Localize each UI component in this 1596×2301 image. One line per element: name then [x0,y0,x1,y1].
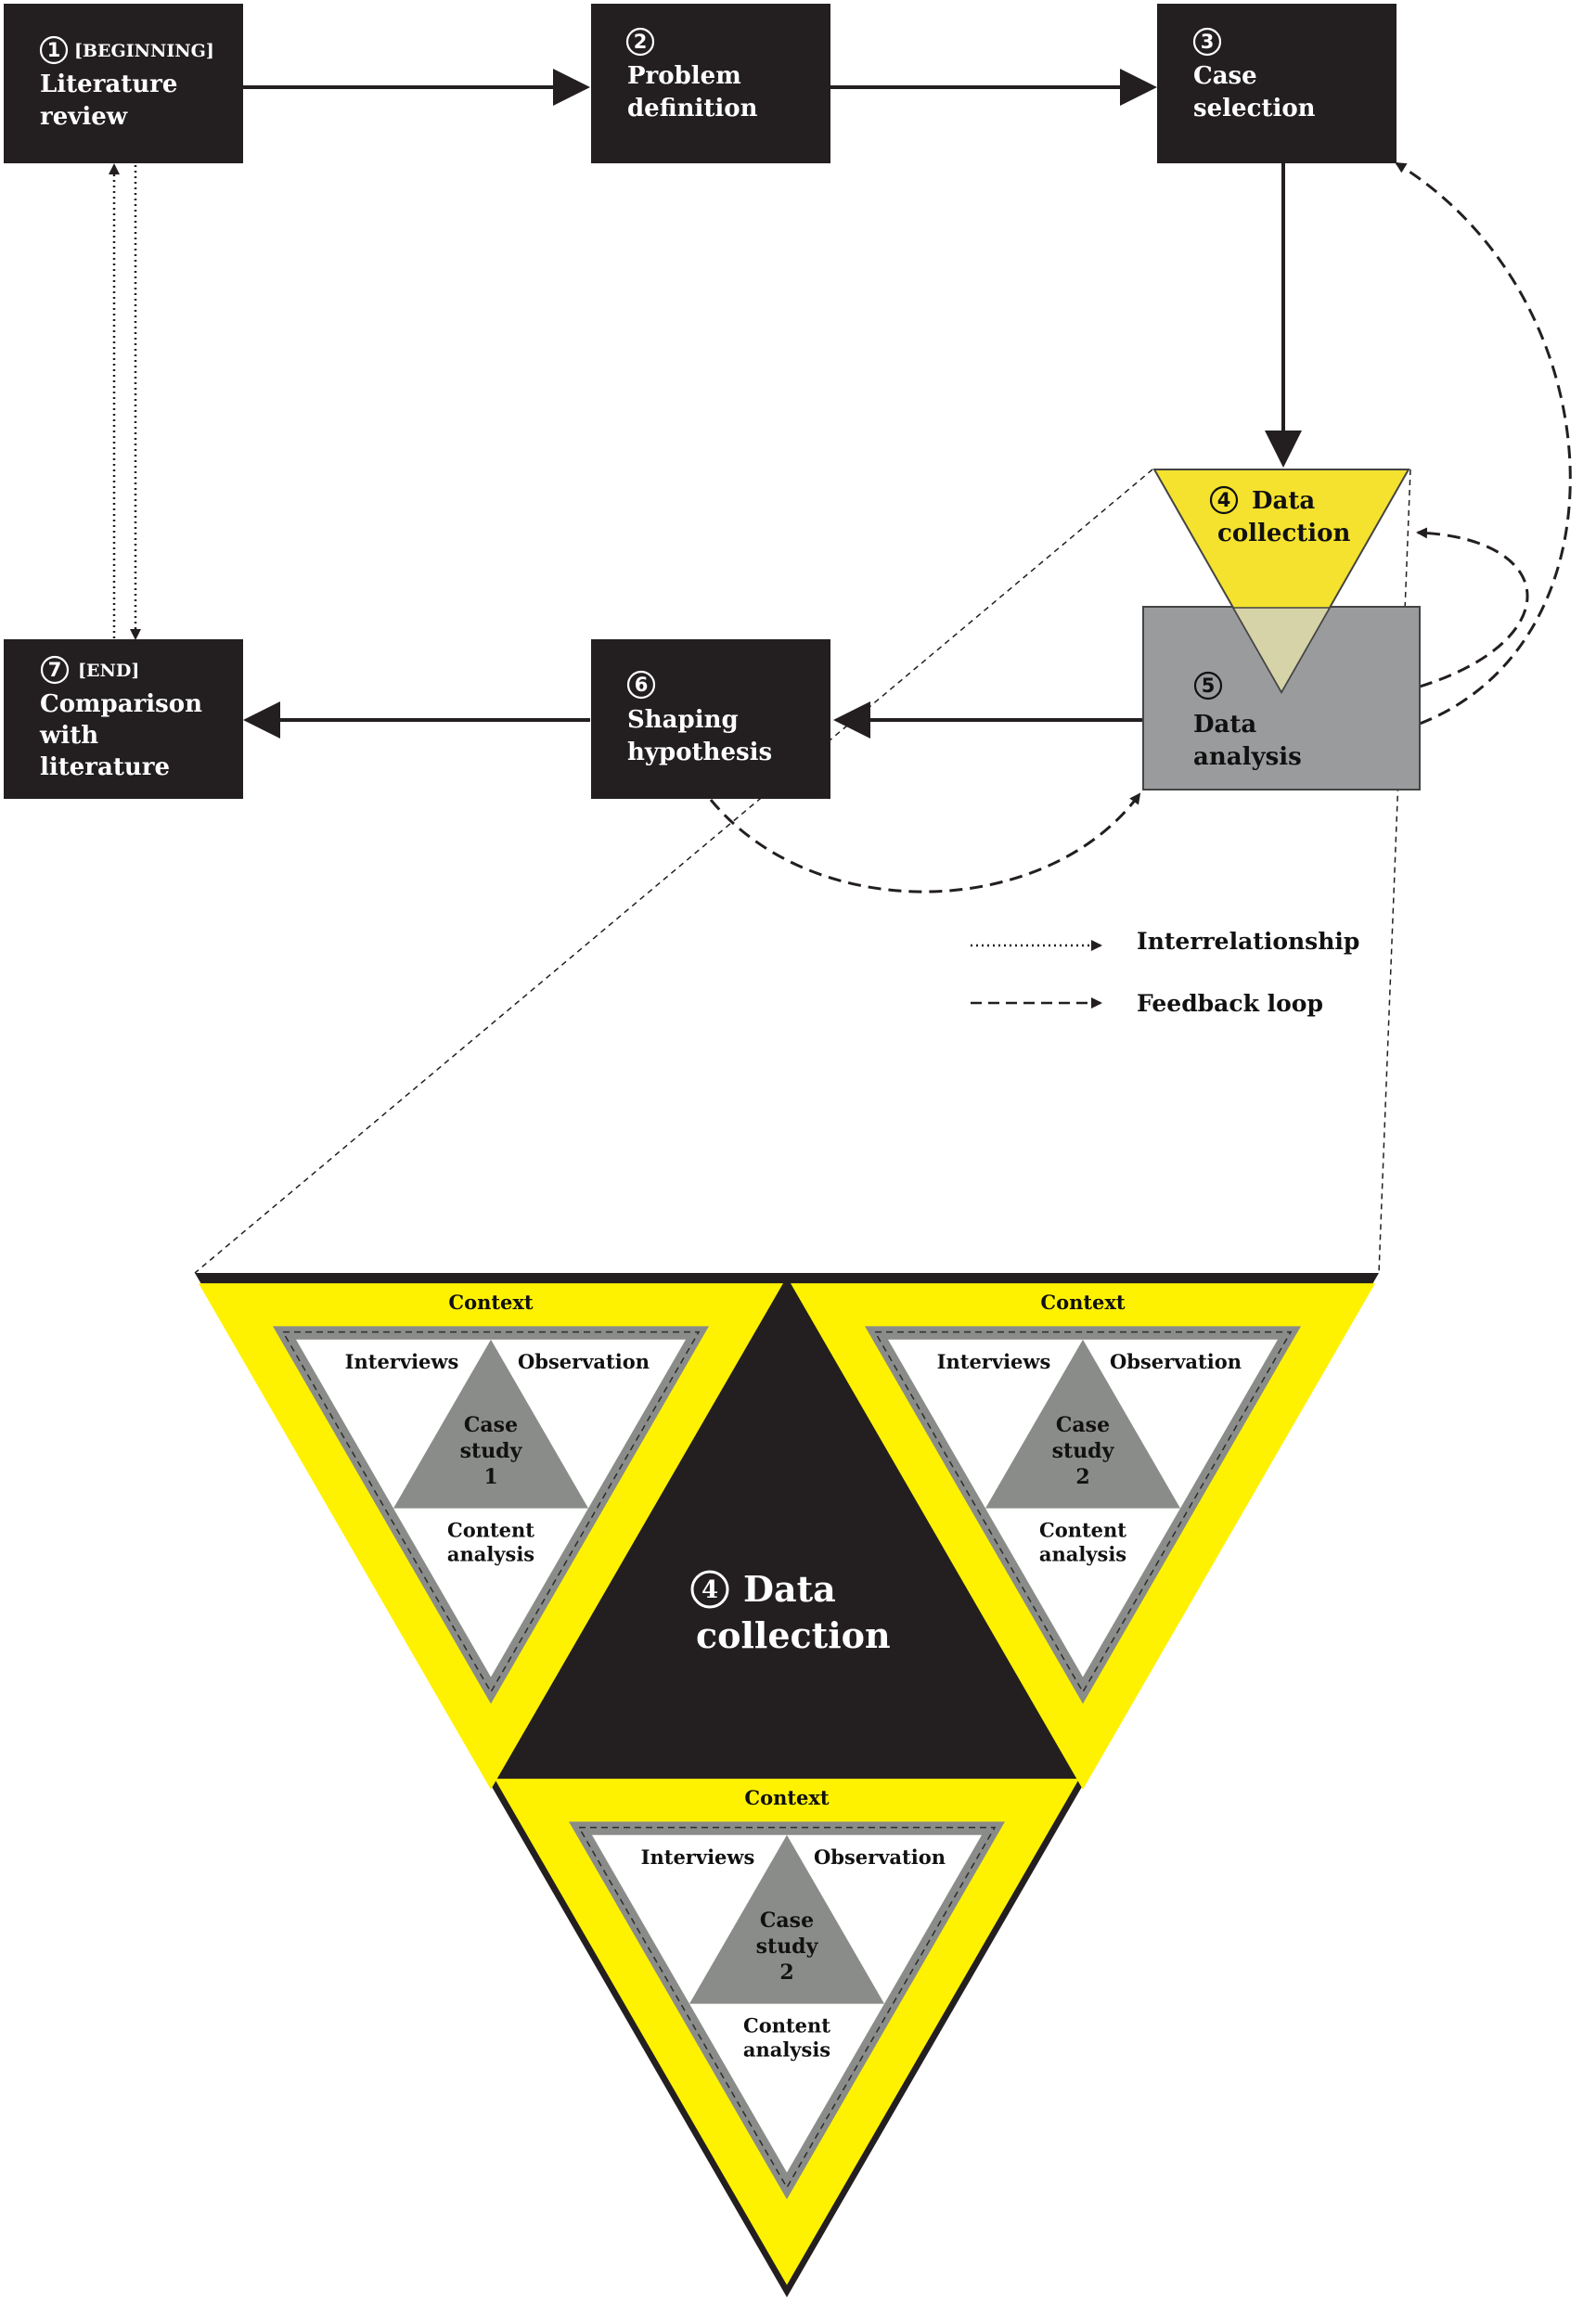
feedback-loop-to-case-selection [1395,161,1572,726]
step-7-line-1: Comparison [40,690,202,718]
context-label: Context [744,1786,830,1809]
step-4-line-1: Data [1252,487,1315,515]
data-collection-triangle [1152,469,1410,695]
center-step-badge [690,1570,729,1609]
center-title-line-2: collection [696,1614,891,1656]
case-study-triangle [689,1834,884,2004]
step-3-line-1: Case [1193,62,1257,90]
step-6-badge [626,670,656,700]
legend: Interrelationship Feedback loop [971,928,1359,1017]
zoom-guide-left [194,469,1153,1274]
feedback-loop-to-data-collection [1416,527,1529,688]
case-study-triangle [985,1339,1180,1509]
observation-label: Observation [1110,1350,1242,1373]
dashed-boundary [281,1330,701,1694]
content-analysis-line-1: Content [743,2014,830,2037]
step-2-number: 2 [634,31,648,53]
step-4-line-2: collection [1217,520,1351,547]
step-6-number: 6 [635,674,649,696]
case-study-line-2: study [460,1439,523,1463]
step-1-badge [39,35,69,65]
step-5-line-2: analysis [1193,743,1302,771]
step-7-line-2: with [39,722,98,750]
problem-definition-box [591,4,830,163]
dashed-boundary [873,1330,1293,1694]
step-5-line-1: Data [1193,711,1256,739]
zoom-guide-right [1378,469,1411,1274]
legend-interrelationship: Interrelationship [1137,928,1359,955]
case-study-line-1: Case [1056,1413,1110,1437]
flow-arrows [109,69,1572,1274]
case-study-line-1: Case [760,1909,814,1933]
step-6-line-1: Shaping [627,706,739,734]
content-analysis-line-1: Content [447,1519,534,1542]
step-1-literature-review: 1 [BEGINNING] Literature review [4,4,243,163]
case-study-line-3: 2 [779,1960,793,1985]
step-2-problem-definition: 2 Problem definition [591,4,830,163]
interviews-label: Interviews [641,1845,755,1869]
center-step-number: 4 [701,1576,718,1604]
step-4-data-collection: 4 Data collection [1152,469,1410,695]
step-7-tag: [END] [78,661,139,681]
step-2-badge [625,27,655,57]
step-5-badge [1193,671,1223,701]
interviews-label: Interviews [345,1350,459,1373]
case-study-line-2: study [1052,1439,1115,1463]
context-label: Context [1040,1291,1126,1314]
content-analysis-line-2: analysis [447,1543,534,1566]
case-study-triangle [393,1339,588,1509]
case-study-line-1: Case [464,1413,518,1437]
content-analysis-line-1: Content [1039,1519,1126,1542]
step-7-badge [40,655,70,685]
content-analysis-line-2: analysis [1039,1543,1126,1566]
step-2-line-2: definition [627,95,758,122]
step-3-number: 3 [1201,31,1215,53]
step-1-number: 1 [47,39,61,61]
observation-label: Observation [814,1845,946,1869]
step-4-badge [1209,485,1239,515]
step-7-line-3: literature [40,753,170,781]
step-1-line-2: review [40,103,128,131]
step-2-line-1: Problem [627,62,741,90]
collection-analysis-overlap [1231,607,1332,694]
step-7-number: 7 [48,659,62,681]
case-study-line-2: study [756,1935,819,1959]
interviews-label: Interviews [937,1350,1051,1373]
step-1-tag: [BEGINNING] [74,41,214,61]
feedback-loop-to-data-analysis [709,792,1141,893]
legend-feedback-loop: Feedback loop [1137,990,1323,1017]
dashed-boundary [577,1826,997,2190]
step-5-data-analysis: 5 Data analysis [1142,606,1421,791]
literature-review-box [4,4,243,163]
step-3-badge [1192,27,1222,57]
observation-label: Observation [518,1350,650,1373]
step-7-comparison-with-literature: 7 [END] Comparison with literature [4,639,243,799]
content-analysis-line-2: analysis [743,2038,830,2062]
step-1-line-1: Literature [40,71,177,98]
step-6-shaping-hypothesis: 6 Shaping hypothesis [591,639,830,799]
case-selection-box [1157,4,1396,163]
step-4-number: 4 [1217,489,1231,511]
center-title-line-1: Data [743,1568,836,1610]
step-5-number: 5 [1202,675,1216,697]
step-6-line-2: hypothesis [627,739,772,766]
case-study-line-3: 1 [483,1465,497,1489]
shaping-hypothesis-box [591,639,830,799]
step-3-case-selection: 3 Case selection [1157,4,1396,163]
comparison-box [4,639,243,799]
context-label: Context [448,1291,534,1314]
step-3-line-2: selection [1193,95,1316,122]
case-study-line-3: 2 [1075,1465,1089,1489]
